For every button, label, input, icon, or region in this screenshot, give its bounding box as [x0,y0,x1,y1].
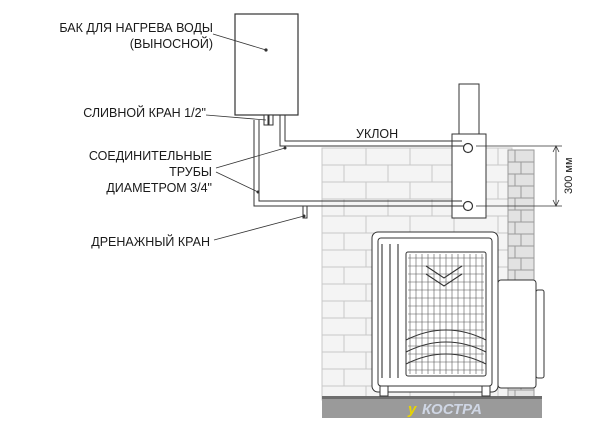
leader-lines [205,33,305,241]
pipes-label-line1: СОЕДИНИТЕЛЬНЫЕ [89,149,212,163]
site-logo: у КОСТРА [407,401,482,418]
internal-tubes [381,244,487,378]
tank-label-line1: БАК ДЛЯ НАГРЕВА ВОДЫ [59,21,213,35]
slope-label: УКЛОН [356,127,398,141]
drain-valve-label: СЛИВНОЙ КРАН 1/2" [83,105,206,120]
water-tank [234,13,299,116]
lower-pipe [253,120,464,207]
tank-label-line2: (ВЫНОСНОЙ) [130,36,213,51]
svg-text:КОСТРА: КОСТРА [422,401,482,418]
floor [322,398,542,418]
lower-fitting [462,200,474,212]
pipes-label-line3: ДИАМЕТРОМ 3/4" [106,181,212,195]
dump-valve [302,205,308,219]
pipes-label-line2: ТРУБЫ [169,165,212,179]
upper-fitting [462,142,474,154]
dump-valve-label: ДРЕНАЖНЫЙ КРАН [91,234,210,249]
dimension-line [476,145,562,207]
floor-top [322,396,542,399]
dimension-label: 300 мм [563,157,575,194]
svg-text:у: у [407,401,417,418]
upper-pipe [279,115,464,147]
leader-dots [256,146,306,218]
